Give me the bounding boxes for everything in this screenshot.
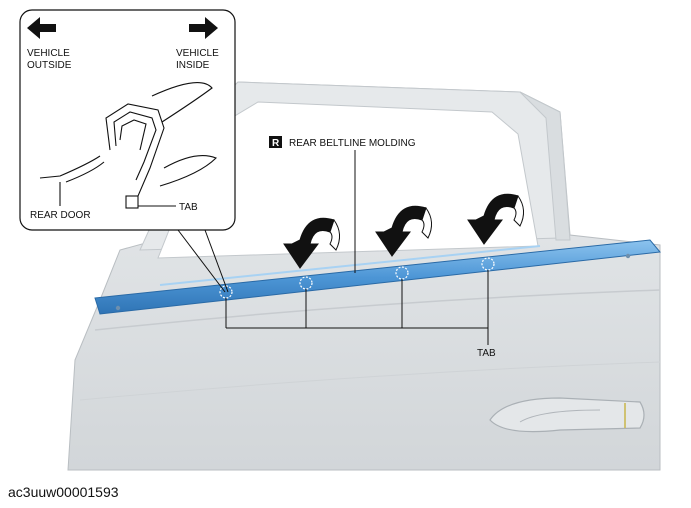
door-handle: [489, 397, 645, 433]
tab-label: TAB: [477, 348, 496, 359]
outside-label-line1: VEHICLE: [27, 48, 70, 59]
part-badge-letter: R: [272, 138, 280, 149]
tab-marker: [481, 257, 495, 271]
arrow-right-icon: [189, 17, 218, 39]
tab-leaders: [225, 270, 489, 345]
part-badge: [269, 136, 282, 148]
callout-tab-label: TAB: [179, 202, 198, 213]
clip-cross-section: [39, 82, 217, 209]
rotation-arrow-icon: [283, 217, 340, 269]
tab-marker: [395, 266, 409, 280]
rotation-arrow-icon: [375, 205, 432, 257]
rotation-arrows: [283, 193, 524, 269]
outside-label-line2: OUTSIDE: [27, 60, 72, 71]
tab-marker: [219, 285, 233, 299]
rear-door-label: REAR DOOR: [30, 210, 91, 221]
inside-label-line2: INSIDE: [176, 60, 210, 71]
inside-label-line1: VEHICLE: [176, 48, 219, 59]
arrow-left-icon: [27, 17, 56, 39]
part-label: R REAR BELTLINE MOLDING: [269, 136, 416, 273]
tab-markers: [219, 257, 495, 299]
rotation-arrow-icon: [467, 193, 524, 245]
image-code: ac3uuw00001593: [8, 484, 119, 500]
tab-marker: [299, 276, 313, 290]
part-name: REAR BELTLINE MOLDING: [289, 138, 416, 149]
detail-callout: VEHICLE OUTSIDE VEHICLE INSIDE REAR DOOR…: [19, 9, 236, 293]
